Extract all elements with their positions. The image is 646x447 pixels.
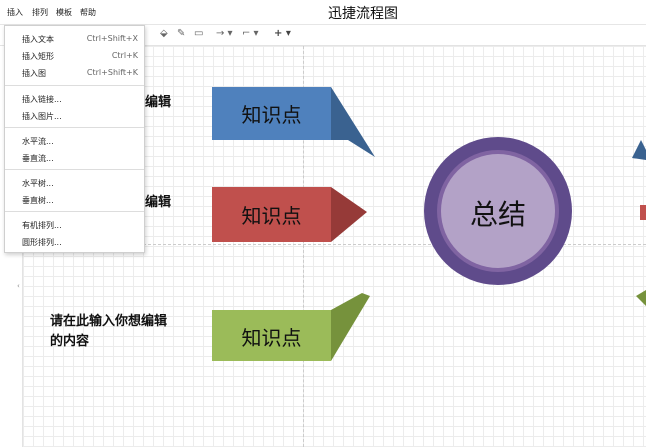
- app-title: 迅捷流程图: [328, 6, 398, 22]
- box-side-green: [331, 293, 370, 361]
- box-label-red[interactable]: 知识点: [241, 204, 302, 228]
- toolbar: ⬙ ✎ ▭ → ▾ ⌐ ▾ + ▾: [0, 25, 646, 46]
- side-text-2[interactable]: 编辑: [145, 195, 172, 210]
- box-edge-right-green: [636, 290, 646, 306]
- box-side-blue: [331, 87, 375, 157]
- side-text-3-line2: 的内容: [50, 334, 90, 349]
- arrow-connector-icon[interactable]: → ▾: [216, 28, 233, 39]
- page-break-vertical: [303, 46, 304, 447]
- paint-bucket-icon[interactable]: ⬙: [160, 28, 168, 39]
- side-text-3[interactable]: 请在此输入你想编辑 的内容: [50, 312, 167, 352]
- menu-item-organic-layout[interactable]: 有机排列...: [22, 221, 62, 230]
- side-text-3-line1: 请在此输入你想编辑: [50, 314, 168, 329]
- menu-item-insert-text[interactable]: 插入文本 Ctrl+Shift+X: [22, 34, 138, 44]
- menu-item-horizontal-flow[interactable]: 水平流...: [22, 137, 54, 146]
- menu-separator: [5, 169, 144, 170]
- box-red: [212, 187, 331, 242]
- menu-separator: [5, 211, 144, 212]
- pen-icon[interactable]: ✎: [177, 28, 186, 39]
- box-edge-right-red: [640, 205, 646, 220]
- page-break-horizontal: [23, 244, 646, 245]
- menu-item-vertical-tree[interactable]: 垂直树...: [22, 196, 54, 205]
- center-label[interactable]: 总结: [469, 198, 526, 231]
- menu-separator: [5, 85, 144, 86]
- side-text-1[interactable]: 编辑: [145, 95, 172, 110]
- menu-item-insert-link[interactable]: 插入链接...: [22, 95, 62, 104]
- box-blue: [212, 87, 331, 140]
- menu-separator: [5, 127, 144, 128]
- panel-toggle-icon[interactable]: ‹: [17, 282, 20, 290]
- menu-item-circle-layout[interactable]: 圆形排列...: [22, 238, 62, 247]
- menu-insert[interactable]: 插入: [7, 8, 23, 17]
- menu-bar: 插入 排列 模板 帮助 迅捷流程图: [0, 0, 646, 25]
- box-label-blue[interactable]: 知识点: [241, 103, 302, 127]
- menu-item-insert-graph[interactable]: 插入图 Ctrl+Shift+K: [22, 68, 138, 78]
- elbow-connector-icon[interactable]: ⌐ ▾: [242, 28, 259, 39]
- menu-item-vertical-flow[interactable]: 垂直流...: [22, 154, 54, 163]
- menu-item-horizontal-tree[interactable]: 水平树...: [22, 179, 54, 188]
- menu-help[interactable]: 帮助: [80, 8, 96, 17]
- menu-template[interactable]: 模板: [56, 8, 72, 17]
- center-circle-inner: [441, 154, 555, 268]
- box-edge-right-blue: [632, 140, 646, 160]
- plus-icon[interactable]: + ▾: [274, 28, 291, 39]
- box-green: [212, 310, 331, 361]
- box-label-green[interactable]: 知识点: [241, 326, 302, 350]
- menu-item-insert-rectangle[interactable]: 插入矩形 Ctrl+K: [22, 51, 138, 61]
- rectangle-icon[interactable]: ▭: [194, 28, 204, 39]
- menu-arrange[interactable]: 排列: [32, 8, 48, 17]
- insert-menu-dropdown: 插入文本 Ctrl+Shift+X 插入矩形 Ctrl+K 插入图 Ctrl+S…: [4, 25, 145, 253]
- menu-item-insert-image[interactable]: 插入图片...: [22, 112, 62, 121]
- box-side-red: [331, 187, 367, 242]
